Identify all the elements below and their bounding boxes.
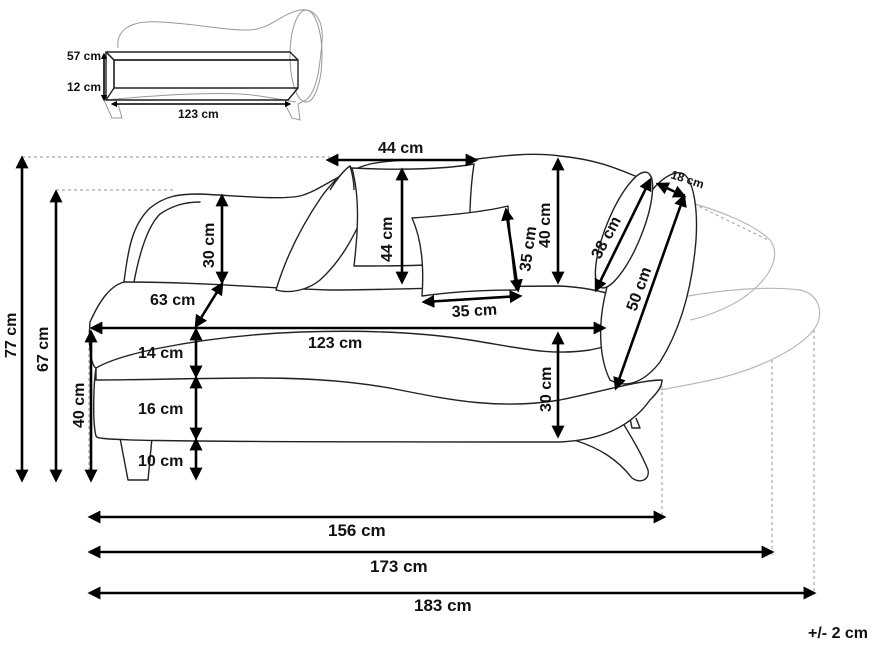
label-cushion: 14 cm	[138, 345, 183, 362]
label-small-pillow-width: 35 cm	[451, 302, 497, 321]
label-pillow-top-width: 44 cm	[378, 140, 423, 157]
label-top-length: 123 cm	[178, 107, 219, 121]
label-length-156: 156 cm	[328, 521, 386, 540]
label-seat-depth: 63 cm	[150, 292, 195, 309]
label-small-pillow-height: 35 cm	[517, 225, 540, 272]
label-overall-height: 77 cm	[3, 313, 20, 358]
label-back-right-height: 40 cm	[537, 203, 554, 248]
label-top-base: 12 cm	[67, 80, 101, 94]
ghost-backrest	[659, 199, 821, 391]
label-arm-height: 67 cm	[35, 327, 52, 372]
label-seat-height: 40 cm	[71, 383, 88, 428]
label-pillow-top-height: 44 cm	[379, 217, 396, 262]
dimension-arrows	[15, 153, 817, 600]
label-length-173: 173 cm	[370, 557, 428, 576]
storage-inset	[100, 9, 323, 121]
label-legs: 10 cm	[138, 453, 183, 470]
label-right-depth: 30 cm	[538, 367, 555, 412]
label-base: 16 cm	[138, 401, 183, 418]
label-tolerance: +/- 2 cm	[808, 625, 868, 642]
label-length-183: 183 cm	[414, 596, 472, 615]
label-seat-length: 123 cm	[308, 335, 362, 352]
label-back-height: 30 cm	[201, 223, 218, 268]
label-top-height: 57 cm	[67, 49, 101, 63]
